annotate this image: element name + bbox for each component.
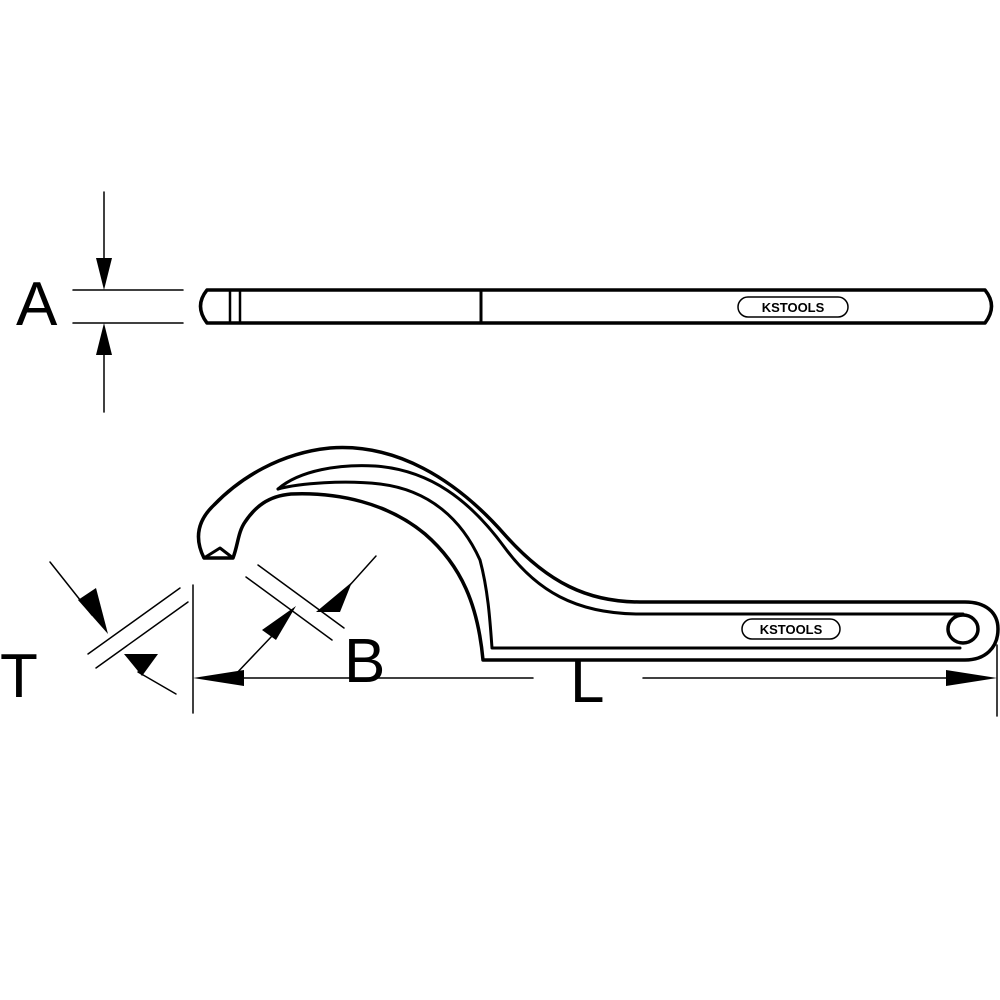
hanging-hole — [946, 613, 980, 645]
front-view: KSTOOLS — [196, 445, 1000, 662]
arrow-diag-down-icon — [78, 588, 108, 634]
hook-tip — [202, 546, 235, 560]
arrow-right-icon — [946, 670, 997, 686]
arrow-up-icon — [96, 323, 112, 355]
dimension-a-label: A — [16, 270, 58, 339]
arrow-diag-up-icon — [124, 654, 158, 676]
arrow-down-icon — [96, 258, 112, 290]
arrow-left-icon — [193, 670, 244, 686]
dimension-a: A — [16, 191, 184, 413]
dimension-b: B — [233, 555, 385, 696]
dimension-b-label: B — [344, 627, 385, 696]
hook-logo: KSTOOLS — [741, 618, 841, 640]
hook-logo-text: KSTOOLS — [760, 622, 823, 637]
dimension-t: T — [0, 561, 189, 711]
side-view-outline — [198, 288, 994, 325]
arrow-diag-b2-icon — [262, 606, 296, 640]
top-logo: KSTOOLS — [737, 296, 849, 318]
wrench-outline — [196, 445, 1000, 662]
dimension-l: L — [192, 584, 998, 717]
top-logo-text: KSTOOLS — [762, 300, 825, 315]
arrow-diag-b1-icon — [316, 582, 352, 612]
side-view: KSTOOLS — [198, 288, 994, 325]
wrench-inner-bevel — [276, 464, 965, 616]
dimension-t-label: T — [0, 642, 38, 711]
dimension-l-label: L — [570, 647, 604, 716]
